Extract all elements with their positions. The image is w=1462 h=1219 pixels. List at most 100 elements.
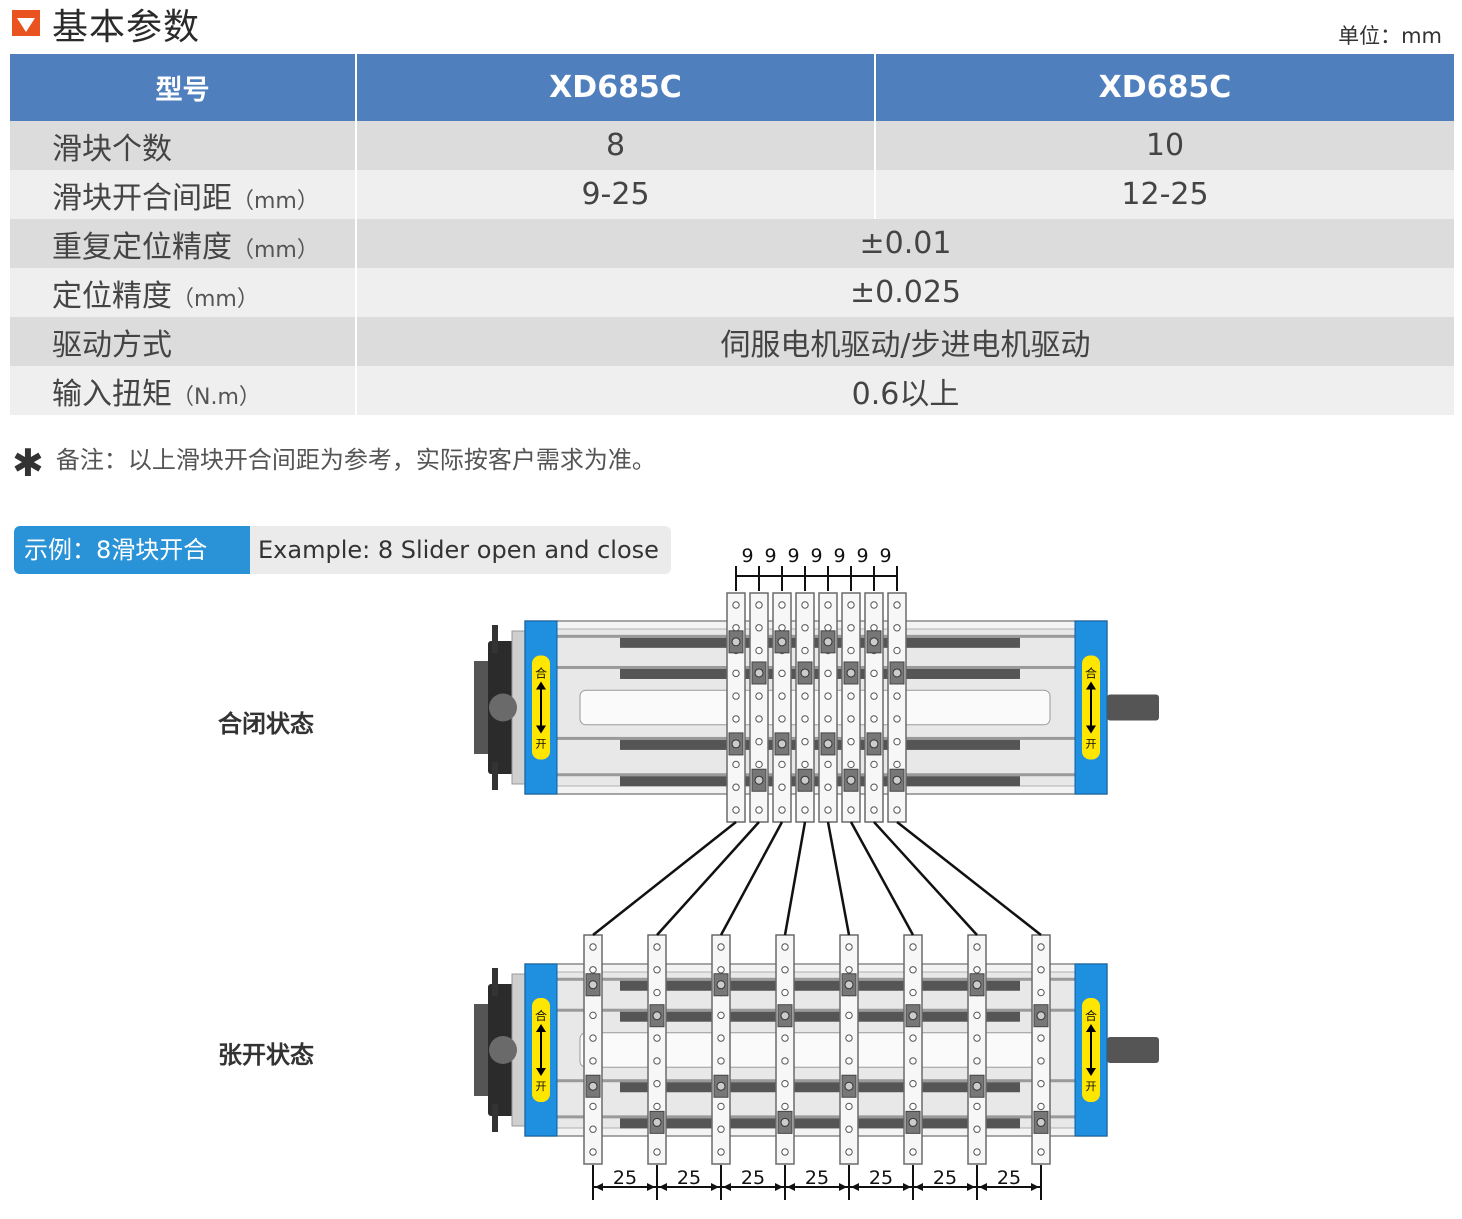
closed-slider-hole — [755, 806, 763, 814]
closed-motor-bolt — [492, 625, 498, 653]
closed-pitch-label: 9 — [879, 545, 891, 567]
open-arrow-up-icon — [536, 1024, 546, 1032]
closed-nut-screw — [777, 637, 787, 647]
table-cell: ±0.025 — [356, 268, 1454, 317]
section-marker-icon — [12, 10, 40, 36]
closed-slider-hole — [824, 692, 832, 700]
open-slider-hole — [909, 1148, 917, 1156]
closed-center-slot — [579, 689, 1051, 726]
closed-slider-hole — [801, 715, 809, 723]
open-slider-hole — [1037, 1057, 1045, 1065]
closed-nut-screw — [869, 637, 879, 647]
open-slider-hole — [909, 1057, 917, 1065]
open-open-label-text: 开 — [1086, 1080, 1097, 1093]
open-dimension-arrow-icon — [595, 1183, 603, 1191]
row-label: 重复定位精度（mm） — [10, 219, 357, 268]
open-slider-hole — [845, 1125, 853, 1133]
open-motor-body — [474, 1004, 488, 1096]
open-motor-bolt — [492, 1104, 498, 1132]
closed-slider-hole — [824, 760, 832, 769]
connector-line — [592, 821, 737, 936]
open-arrow-down-icon — [536, 1068, 546, 1076]
closed-slider-hole — [755, 624, 763, 632]
closed-arrow-down-icon — [1086, 725, 1096, 734]
unit-label: 单位：mm — [1338, 24, 1442, 48]
table-cell: 12-25 — [875, 170, 1454, 219]
closed-slider-hole — [778, 669, 786, 678]
closed-slider-hole — [824, 601, 832, 609]
example-badge: 示例：8滑块开合 Example: 8 Slider open and clos… — [14, 526, 671, 574]
open-lead-screw — [620, 980, 1020, 991]
connector-line — [849, 821, 915, 936]
closed-slider-hole — [847, 806, 855, 814]
open-dimension-arrow-icon — [967, 1183, 975, 1191]
open-slider-hole — [845, 1034, 853, 1042]
closed-nut-screw — [846, 668, 856, 678]
closed-open-label-text: 开 — [1086, 738, 1097, 751]
remark-text: 备注：以上滑块开合间距为参考，实际按客户需求为准。 — [55, 446, 656, 474]
open-slider-hole — [717, 1057, 725, 1065]
closed-arrow-up-icon — [1086, 681, 1096, 690]
closed-nut-screw — [823, 637, 833, 647]
closed-slider-hole — [801, 737, 809, 746]
connector-line — [783, 821, 807, 936]
open-slider-hole — [909, 1102, 917, 1111]
open-slider-hole — [973, 1034, 981, 1042]
closed-slider-hole — [870, 669, 878, 678]
open-rail — [556, 977, 1076, 981]
open-nut-screw — [844, 1081, 854, 1091]
row-label: 驱动方式 — [10, 317, 357, 366]
open-dimension-arrow-icon — [839, 1183, 847, 1191]
closed-slider-hole — [755, 737, 763, 746]
open-nut-screw — [780, 1117, 790, 1127]
open-rail — [556, 1079, 1076, 1083]
open-slider-hole — [845, 1148, 853, 1156]
open-slider-hole — [589, 1011, 597, 1020]
closed-nut-screw — [800, 775, 810, 785]
closed-slider-hole — [801, 806, 809, 814]
closed-slider-hole — [824, 783, 832, 791]
open-slider-hole — [653, 966, 661, 974]
closed-slider-hole — [847, 760, 855, 769]
connector-line — [719, 821, 784, 936]
closed-pitch-label: 9 — [833, 545, 845, 567]
open-slider-hole — [653, 1057, 661, 1065]
open-slider-hole — [589, 1148, 597, 1156]
closed-nut-screw — [777, 739, 787, 749]
open-lead-screw — [620, 1118, 1020, 1129]
open-nut-screw — [844, 980, 854, 990]
open-slider-hole — [845, 1102, 853, 1111]
closed-slider-hole — [778, 692, 786, 700]
open-slider-hole — [973, 1102, 981, 1111]
open-slider-hole — [589, 943, 597, 951]
closed-slider-hole — [847, 692, 855, 700]
open-slider-hole — [845, 966, 853, 974]
open-pitch-label: 25 — [741, 1167, 765, 1189]
closed-pitch-label: 9 — [856, 545, 868, 567]
closed-slider-hole — [732, 624, 740, 632]
closed-slider-hole — [870, 692, 878, 700]
table-row: 重复定位精度（mm） ±0.01 — [10, 219, 1454, 268]
open-slider-hole — [845, 943, 853, 951]
closed-motor-bolt — [492, 762, 498, 790]
closed-nut-screw — [754, 668, 764, 678]
table-header-row: 型号 XD685C XD685C — [10, 54, 1454, 121]
closed-slider-hole — [847, 737, 855, 746]
open-slider-hole — [717, 1034, 725, 1042]
section-title: 基本参数 — [52, 7, 201, 48]
closed-nut-screw — [800, 668, 810, 678]
open-end-cap — [1074, 963, 1108, 1137]
open-nut-screw — [652, 1011, 662, 1021]
connector-line — [826, 821, 851, 936]
example-label-cn: 示例：8滑块开合 — [14, 526, 250, 574]
closed-slider-hole — [801, 760, 809, 769]
open-dimension-arrow-icon — [647, 1183, 655, 1191]
closed-slider-hole — [732, 760, 740, 769]
open-slider-hole — [781, 1148, 789, 1156]
open-dimension-arrow-icon — [723, 1183, 731, 1191]
open-slider-hole — [973, 1125, 981, 1133]
open-slider-hole — [589, 1034, 597, 1042]
row-label: 滑块个数 — [10, 121, 357, 170]
closed-slider-hole — [755, 601, 763, 609]
open-output-shaft — [1107, 1037, 1159, 1063]
